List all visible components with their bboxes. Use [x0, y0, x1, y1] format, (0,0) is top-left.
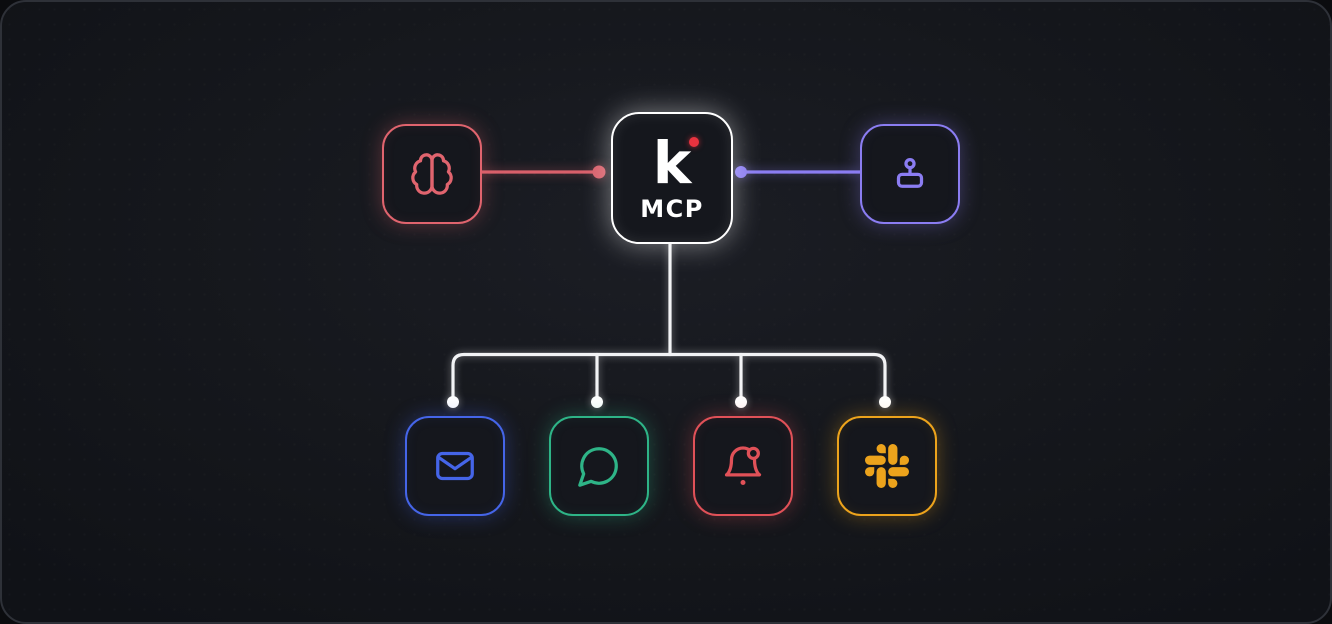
- branch-dot-chat: [591, 396, 603, 408]
- node-email: [405, 416, 505, 516]
- joystick-icon: [887, 151, 933, 197]
- node-slack: [837, 416, 937, 516]
- node-mcp: k MCP: [611, 112, 733, 244]
- connector-tree: [447, 238, 891, 408]
- connector-mcp-to-controller: [735, 166, 862, 178]
- message-bubble-icon: [576, 443, 622, 489]
- mail-icon: [432, 443, 478, 489]
- brain-line-endpoint-dot: [592, 165, 606, 179]
- node-brain: [382, 124, 482, 224]
- branch-dot-email: [447, 396, 459, 408]
- node-controller: [860, 124, 960, 224]
- kestra-logo: k: [652, 129, 700, 198]
- brain-icon: [409, 151, 455, 197]
- logo-letter: k: [652, 129, 692, 198]
- branch-dot-notifications: [735, 396, 747, 408]
- node-chat: [549, 416, 649, 516]
- node-notifications: [693, 416, 793, 516]
- branch-dot-slack: [879, 396, 891, 408]
- slack-icon: [865, 444, 909, 488]
- connector-brain-to-mcp: [478, 165, 606, 179]
- bell-notification-icon: [720, 443, 766, 489]
- mcp-label: MCP: [640, 194, 704, 223]
- controller-line-endpoint-dot: [735, 166, 747, 178]
- logo-dot-icon: [689, 136, 700, 147]
